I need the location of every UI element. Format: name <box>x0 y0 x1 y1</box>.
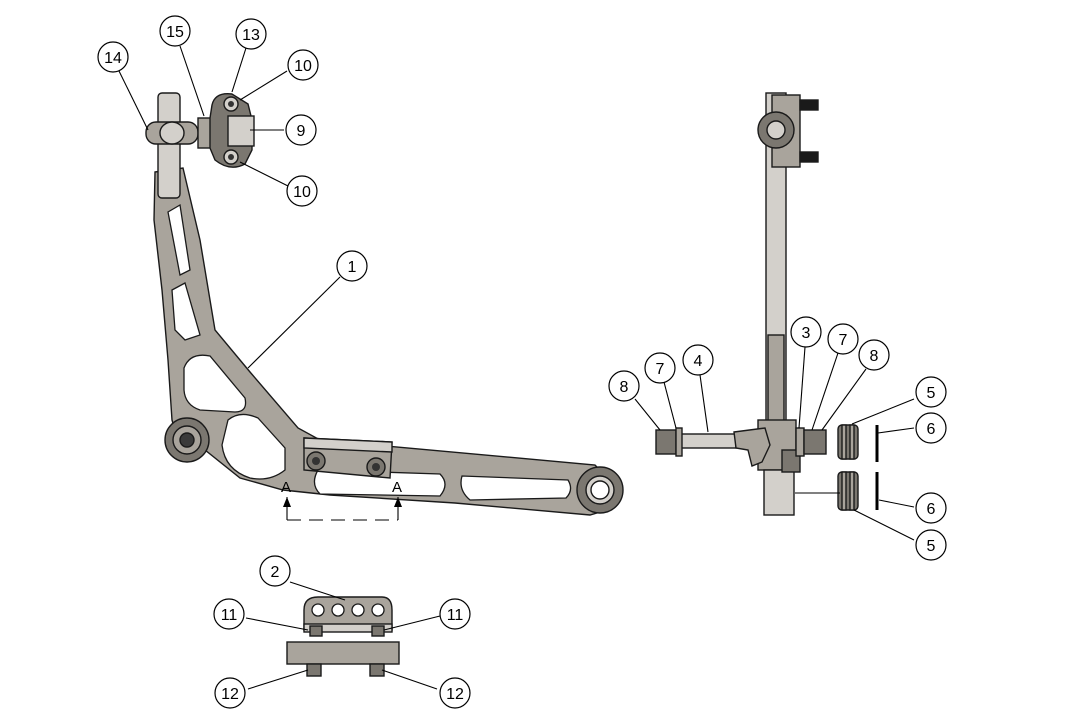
balloon-14: 14 <box>97 41 129 73</box>
balloon-12-right: 12 <box>439 677 471 709</box>
right-bushing <box>576 466 624 514</box>
balloon-label: 9 <box>297 123 306 140</box>
balloon-label: 15 <box>166 24 184 41</box>
section-label-left: A <box>281 479 291 496</box>
balloon-4: 4 <box>682 344 714 376</box>
balloon-label: 7 <box>656 361 665 378</box>
balloon-2: 2 <box>259 555 291 587</box>
balloon-label: 6 <box>927 421 936 438</box>
balloon-12-left: 12 <box>214 677 246 709</box>
balloon-7-left: 7 <box>644 352 676 384</box>
leader-lines <box>118 45 915 690</box>
balloon-label: 5 <box>927 385 936 402</box>
balloon-label: 7 <box>839 332 848 349</box>
balloon-10-top: 10 <box>287 49 319 81</box>
balloon-label: 1 <box>348 259 357 276</box>
balloon-1: 1 <box>336 250 368 282</box>
balloon-9: 9 <box>285 114 317 146</box>
balloon-11-left: 11 <box>213 598 245 630</box>
balloon-6-top: 6 <box>915 412 947 444</box>
balloon-label: 4 <box>694 353 703 370</box>
section-label-right: A <box>392 479 402 496</box>
balloon-label: 8 <box>870 348 879 365</box>
balloon-7-right: 7 <box>827 323 859 355</box>
part-balloons: 14 15 13 10 9 10 1 2 11 11 12 12 3 7 8 8… <box>97 15 947 709</box>
balloon-11-right: 11 <box>439 598 471 630</box>
balloon-label: 13 <box>242 27 260 44</box>
balloon-5-top: 5 <box>915 376 947 408</box>
balloon-label: 6 <box>927 501 936 518</box>
balloon-8-right: 8 <box>858 339 890 371</box>
balloon-5-bottom: 5 <box>915 529 947 561</box>
balloon-label: 12 <box>446 686 464 703</box>
balloon-label: 3 <box>802 325 811 342</box>
rod-end-assembly <box>145 92 255 199</box>
balloon-13: 13 <box>235 18 267 50</box>
balloon-label: 14 <box>104 50 122 67</box>
control-arm <box>153 167 611 516</box>
clamp-bracket <box>303 437 393 479</box>
bracket-detail-view <box>286 596 400 677</box>
balloon-label: 10 <box>294 58 312 75</box>
balloon-3: 3 <box>790 316 822 348</box>
balloon-label: 10 <box>293 184 311 201</box>
left-bushing <box>164 417 210 463</box>
balloon-15: 15 <box>159 15 191 47</box>
balloon-label: 5 <box>927 538 936 555</box>
balloon-label: 11 <box>447 607 464 624</box>
balloon-6-bottom: 6 <box>915 492 947 524</box>
balloon-10-bottom: 10 <box>286 175 318 207</box>
side-view-assembly <box>655 92 879 516</box>
balloon-8-left: 8 <box>608 370 640 402</box>
balloon-label: 2 <box>271 564 280 581</box>
balloon-label: 11 <box>221 607 238 624</box>
balloon-label: 8 <box>620 379 629 396</box>
section-line: A A <box>281 479 402 521</box>
balloon-label: 12 <box>221 686 239 703</box>
